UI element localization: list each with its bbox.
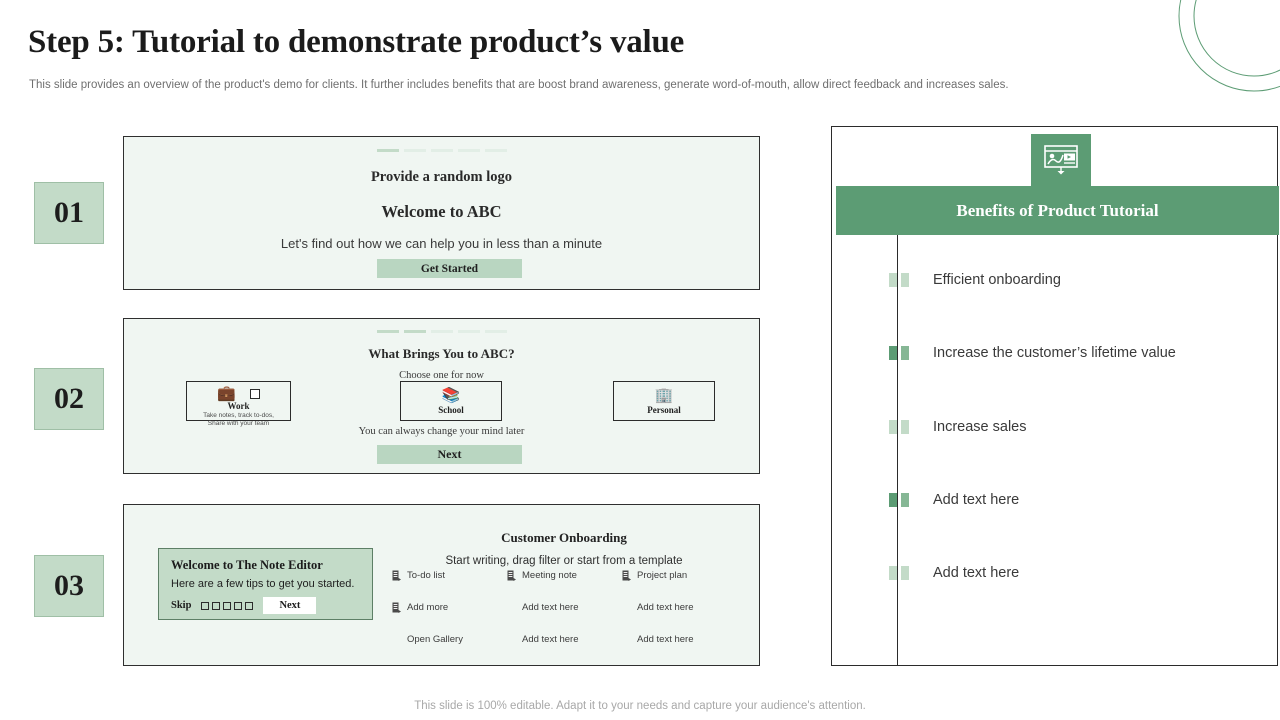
benefits-title: Benefits of Product Tutorial [956, 200, 1159, 220]
progress-segment [457, 330, 480, 333]
books-icon: 📚 [441, 386, 461, 404]
onboarding-item-label: Open Gallery [407, 634, 463, 645]
note-editor-text: Here are a few tips to get you started. [171, 578, 355, 590]
step-number-03: 03 [54, 569, 84, 602]
benefit-item-4[interactable]: Add text here [889, 492, 1019, 508]
onboarding-template-grid: To-do list Meeting note Project plan Add… [392, 570, 737, 645]
benefit-label: Add text here [933, 565, 1020, 581]
work-checkbox[interactable] [249, 388, 260, 399]
benefit-label: Increase the customer’s lifetime value [933, 345, 1176, 361]
bullet-marker-icon [889, 566, 915, 580]
onboarding-item-label: Project plan [637, 570, 688, 581]
bullet-marker-icon [889, 493, 915, 507]
get-started-button[interactable]: Get Started [377, 259, 522, 278]
option-personal-label: Personal [647, 404, 681, 415]
progress-segment [457, 149, 480, 152]
progress-segment [430, 330, 453, 333]
step-badge-02: 02 [34, 368, 104, 430]
benefit-item-1[interactable]: Efficient onboarding [889, 272, 1061, 288]
progress-segment [376, 149, 399, 152]
decorative-arcs [1130, 0, 1280, 115]
document-icon [392, 570, 401, 581]
onboarding-item-label: Add more [407, 602, 449, 613]
what-brings-heading: What Brings You to ABC? [368, 346, 515, 361]
onboarding-item-label: Add text here [522, 634, 579, 645]
progress-segment [430, 149, 453, 152]
onboarding-item[interactable]: Add text here [507, 602, 622, 613]
step-number-02: 02 [54, 382, 84, 415]
card-welcome: Provide a random logo Welcome to ABC Let… [123, 136, 760, 290]
option-work[interactable]: 💼 Work Take notes, track to-dos, Share w… [186, 381, 291, 427]
step-dot [212, 601, 221, 610]
step-dot [234, 601, 243, 610]
progress-bar-card2 [124, 330, 759, 333]
skip-button[interactable]: Skip [171, 600, 192, 611]
footer-note: This slide is 100% editable. Adapt it to… [414, 700, 866, 712]
benefit-label: Efficient onboarding [933, 272, 1061, 288]
bullet-marker-icon [889, 346, 915, 360]
document-icon [622, 570, 631, 581]
bullet-marker-icon [889, 420, 915, 434]
onboarding-subtitle: Start writing, drag filter or start from… [445, 555, 683, 567]
onboarding-item[interactable]: To-do list [392, 570, 507, 581]
option-work-label: Work [227, 401, 250, 411]
option-work-desc-1: Take notes, track to-dos, [203, 412, 274, 419]
step-dot [245, 601, 254, 610]
option-work-desc-2: Share with your team [207, 420, 270, 428]
onboarding-item[interactable]: Add text here [507, 634, 622, 645]
page-subtitle: This slide provides an overview of the p… [29, 79, 1009, 91]
option-personal[interactable]: 🏢 Personal [613, 381, 715, 421]
option-school-label: School [438, 404, 464, 415]
building-icon: 🏢 [654, 386, 674, 404]
onboarding-item[interactable]: Add text here [622, 634, 737, 645]
what-brings-subtext: Choose one for now [399, 370, 484, 381]
welcome-heading: Welcome to ABC [381, 202, 502, 221]
page-title: Step 5: Tutorial to demonstrate product’… [28, 24, 685, 60]
change-mind-footnote: You can always change your mind later [358, 426, 525, 437]
onboarding-item[interactable]: Add text here [622, 602, 737, 613]
step-badge-03: 03 [34, 555, 104, 617]
benefit-label: Increase sales [933, 419, 1027, 435]
bullet-marker-icon [889, 273, 915, 287]
benefit-item-5[interactable]: Add text here [889, 565, 1019, 581]
onboarding-item-label: Add text here [637, 634, 694, 645]
onboarding-item-label: Add text here [637, 602, 694, 613]
progress-segment [484, 149, 507, 152]
onboarding-item-label: Meeting note [522, 570, 577, 581]
onboarding-item[interactable]: Project plan [622, 570, 737, 581]
progress-segment [484, 330, 507, 333]
note-step-dots [201, 601, 254, 610]
step-dot [201, 601, 210, 610]
onboarding-item-label: Add text here [522, 602, 579, 613]
benefits-timeline-line [897, 235, 898, 665]
onboarding-item[interactable]: Add more [392, 602, 507, 613]
benefit-item-3[interactable]: Increase sales [889, 419, 1027, 435]
card-what-brings-you: What Brings You to ABC? Choose one for n… [123, 318, 760, 474]
benefit-item-2[interactable]: Increase the customer’s lifetime value [889, 345, 1176, 361]
progress-segment [403, 149, 426, 152]
onboarding-item[interactable]: Meeting note [507, 570, 622, 581]
step-badge-01: 01 [34, 182, 104, 244]
progress-segment [376, 330, 399, 333]
note-editor-heading: Welcome to The Note Editor [171, 558, 323, 572]
onboarding-title: Customer Onboarding [501, 530, 627, 545]
next-button-card3[interactable]: Next [263, 597, 317, 614]
welcome-subtext: Let's find out how we can help you in le… [280, 236, 603, 251]
note-editor-panel: Welcome to The Note Editor Here are a fe… [158, 548, 373, 620]
progress-bar-card1 [124, 149, 759, 152]
document-icon [507, 570, 516, 581]
briefcase-icon: 💼 [217, 385, 236, 402]
option-school[interactable]: 📚 School [400, 381, 502, 421]
document-icon [392, 602, 401, 613]
onboarding-item-label: To-do list [407, 570, 446, 581]
logo-placeholder-text: Provide a random logo [370, 169, 513, 185]
benefit-label: Add text here [933, 492, 1020, 508]
presentation-video-icon [1030, 133, 1092, 187]
onboarding-item[interactable]: Open Gallery [392, 634, 507, 645]
benefits-title-bar: Benefits of Product Tutorial [836, 186, 1279, 235]
next-button-card2[interactable]: Next [377, 445, 522, 464]
progress-segment [403, 330, 426, 333]
step-number-01: 01 [54, 196, 84, 229]
step-dot [223, 601, 232, 610]
